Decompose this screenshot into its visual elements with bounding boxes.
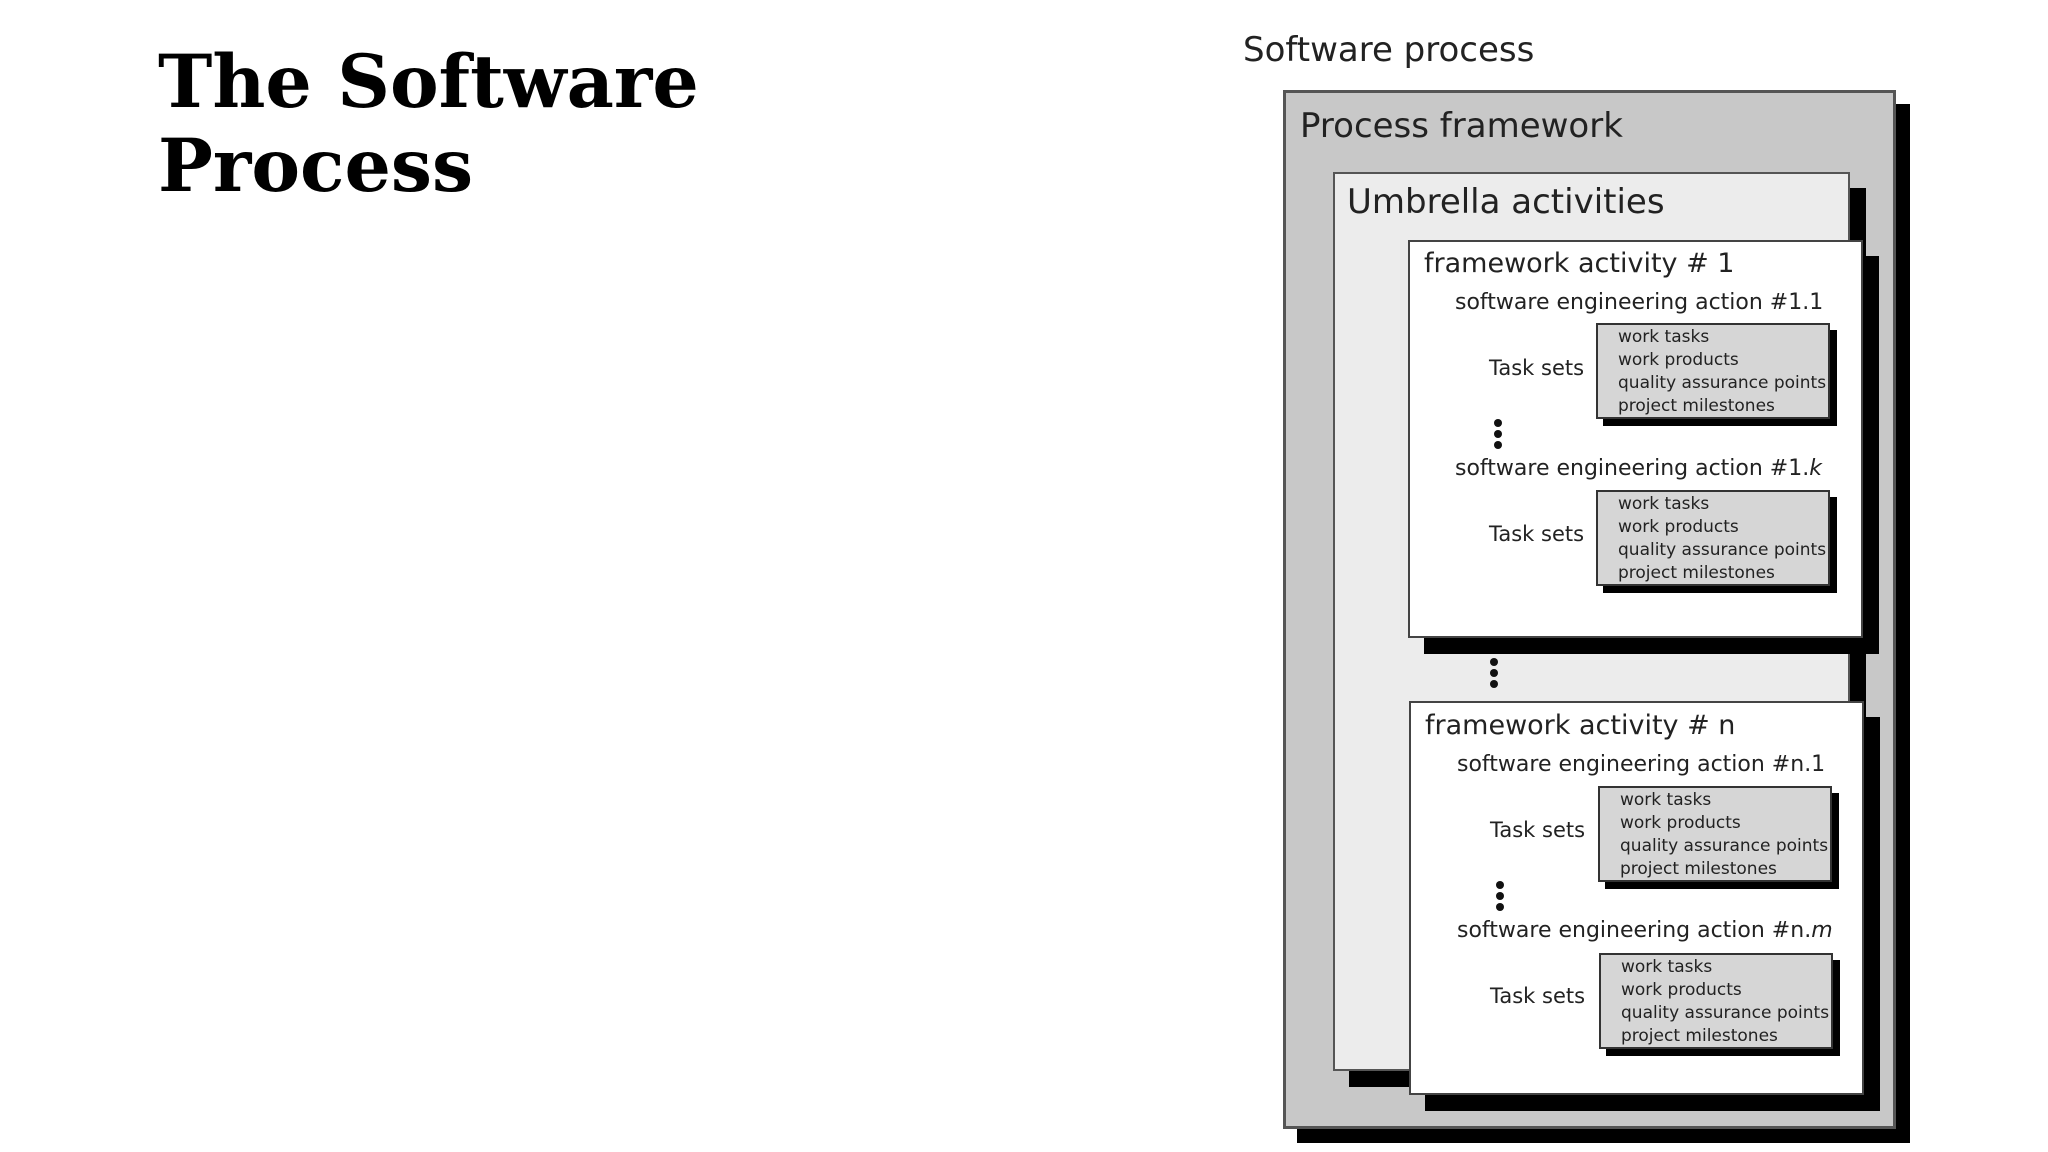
task-item: quality assurance points [1618, 540, 1827, 560]
umbrella-activities-label: Umbrella activities [1347, 182, 1665, 222]
task-item: quality assurance points [1620, 836, 1829, 856]
task-set-box: work tasks work products quality assuran… [1596, 323, 1830, 419]
framework-activity-n-label: framework activity # n [1425, 710, 1736, 741]
vertical-ellipsis-icon [1490, 658, 1498, 691]
task-set-box: work tasks work products quality assuran… [1598, 786, 1832, 882]
action-1-1-label: software engineering action #1.1 [1455, 290, 1824, 315]
action-1-k-prefix: software engineering action #1. [1455, 456, 1810, 481]
task-item: project milestones [1618, 563, 1775, 583]
task-item: work tasks [1618, 494, 1710, 514]
action-n-m-prefix: software engineering action #n. [1457, 918, 1812, 943]
task-item: work products [1621, 980, 1742, 1000]
task-sets-label: Task sets [1490, 818, 1586, 842]
task-sets-label: Task sets [1490, 984, 1586, 1008]
task-item: work tasks [1618, 327, 1710, 347]
software-process-label: Software process [1243, 30, 1535, 70]
task-item: work products [1618, 350, 1739, 370]
task-item: work tasks [1620, 790, 1712, 810]
task-set-box: work tasks work products quality assuran… [1599, 953, 1833, 1049]
task-sets-label: Task sets [1489, 522, 1585, 546]
action-n-m-suffix: m [1811, 918, 1833, 943]
action-n-1-label: software engineering action #n.1 [1457, 752, 1826, 777]
task-item: quality assurance points [1621, 1003, 1830, 1023]
task-sets-label: Task sets [1489, 356, 1585, 380]
task-item: work products [1620, 813, 1741, 833]
task-item: quality assurance points [1618, 373, 1827, 393]
task-item: work products [1618, 517, 1739, 537]
task-item: project milestones [1620, 859, 1777, 879]
task-item: work tasks [1621, 957, 1713, 977]
slide-title-line-2: Process [158, 123, 474, 209]
vertical-ellipsis-icon [1496, 881, 1504, 914]
process-framework-label: Process framework [1300, 106, 1623, 146]
task-set-box: work tasks work products quality assuran… [1596, 490, 1830, 586]
action-1-k-label: software engineering action #1.k [1455, 456, 1822, 481]
slide-title: The Software Process [158, 40, 699, 208]
action-1-k-suffix: k [1809, 456, 1822, 481]
task-item: project milestones [1618, 396, 1775, 416]
vertical-ellipsis-icon [1494, 419, 1502, 452]
slide-title-line-1: The Software [158, 39, 699, 125]
framework-activity-1-label: framework activity # 1 [1424, 248, 1735, 279]
action-n-m-label: software engineering action #n.m [1457, 918, 1833, 943]
task-item: project milestones [1621, 1026, 1778, 1046]
